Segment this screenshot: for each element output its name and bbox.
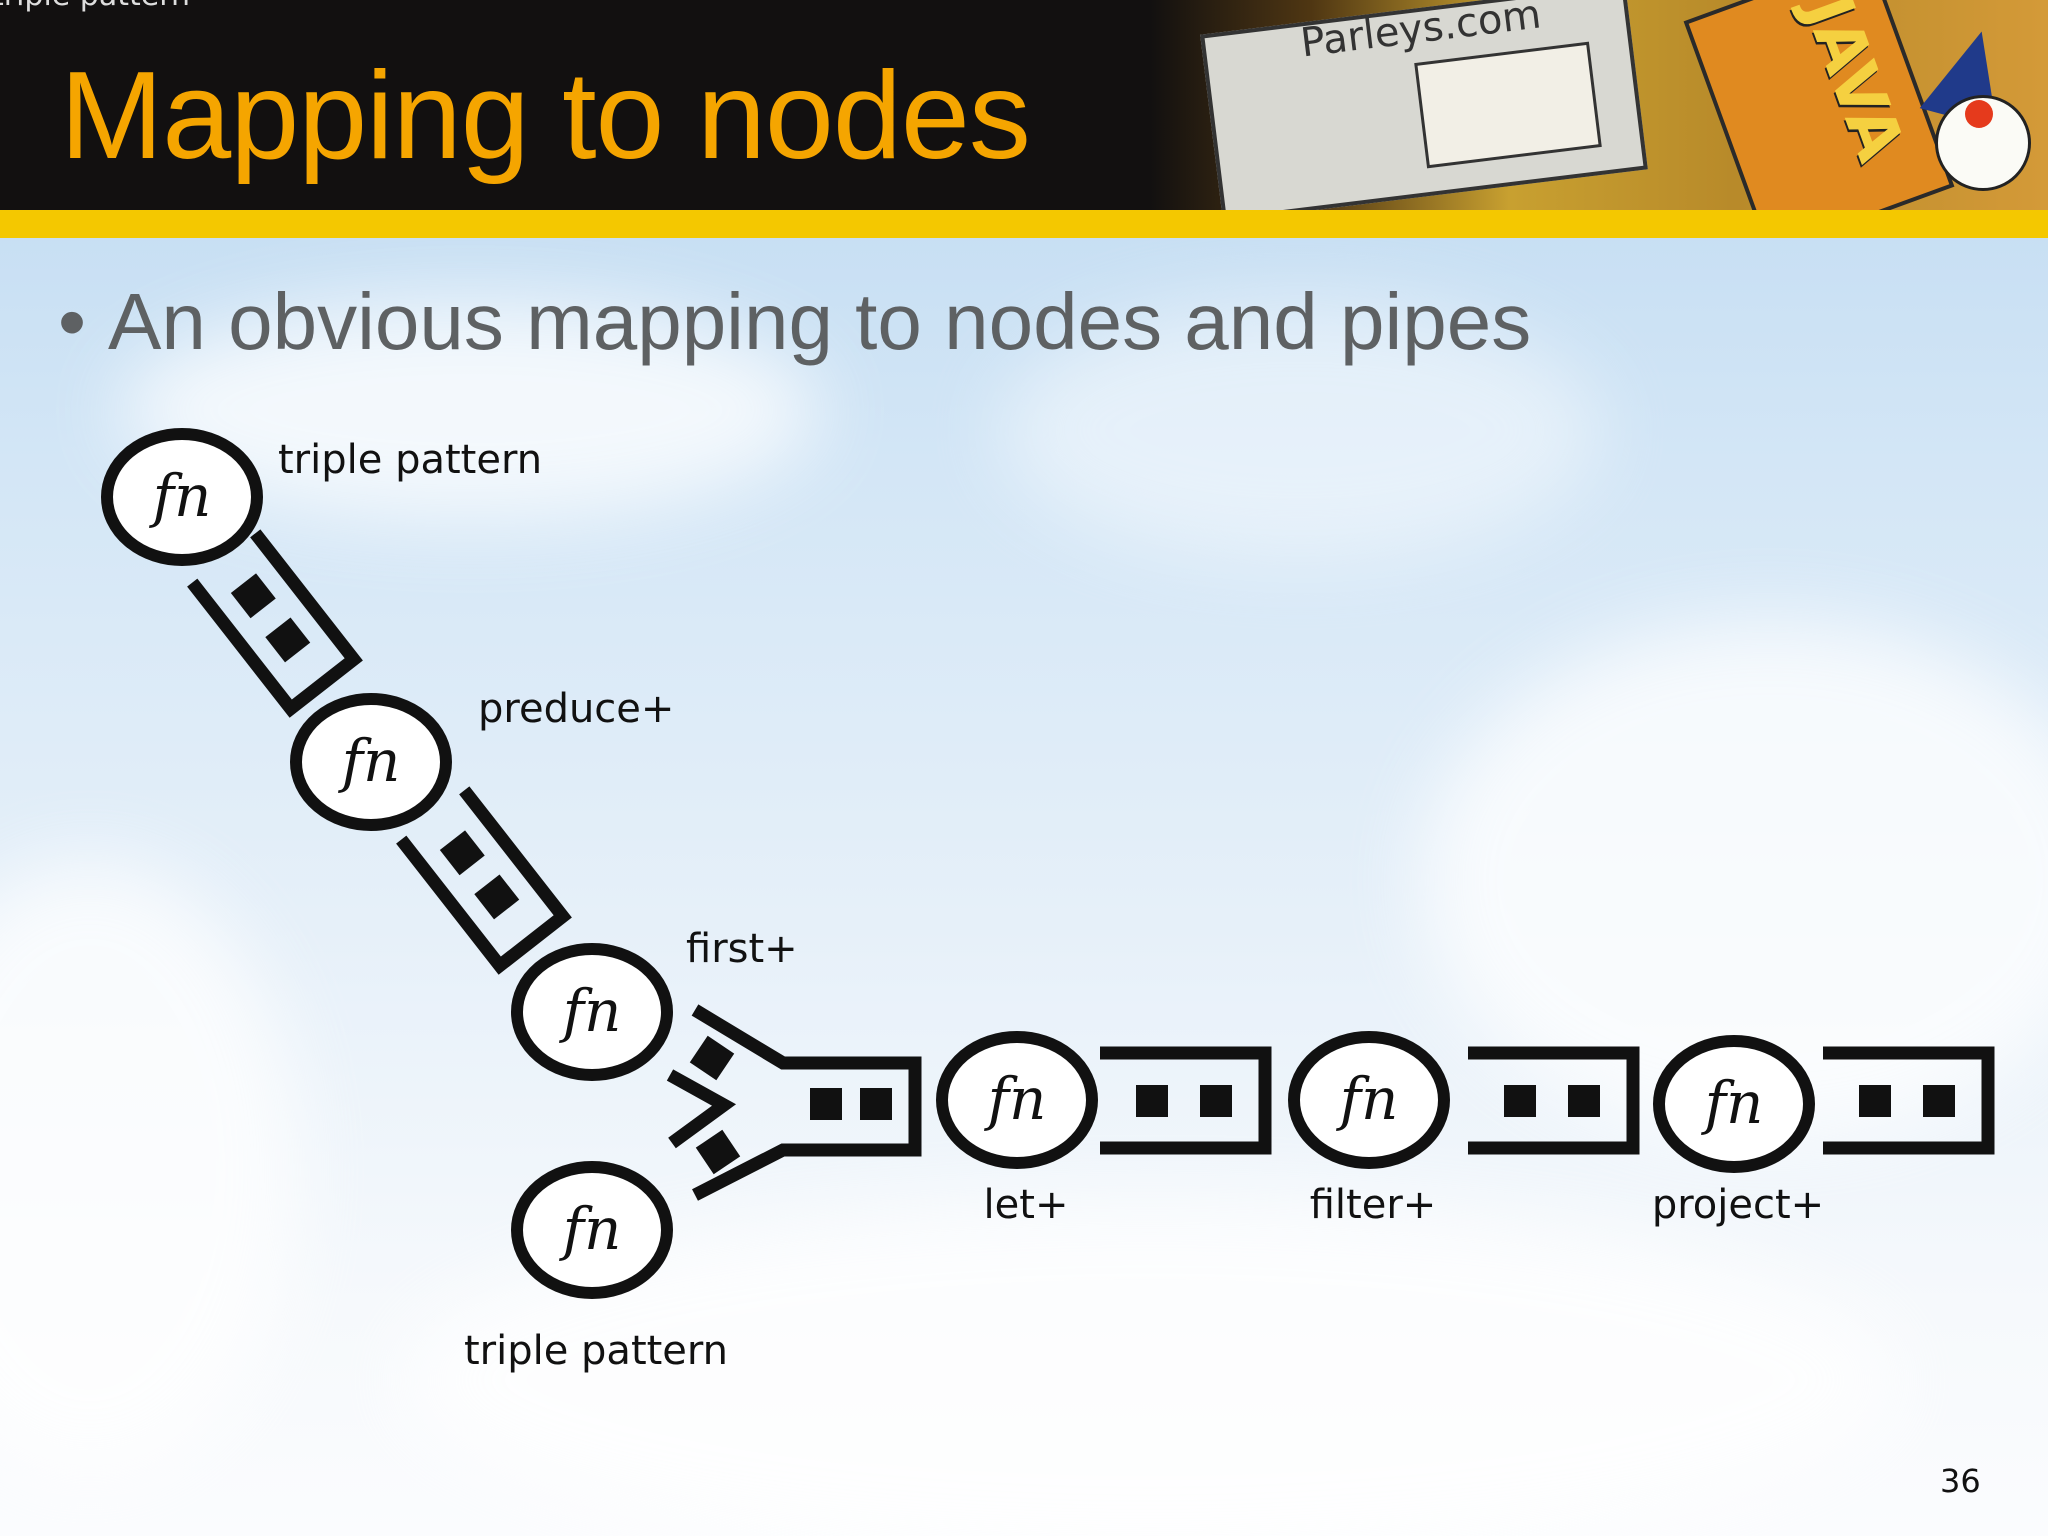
pipe-item xyxy=(474,874,520,920)
bullet-item: •An obvious mapping to nodes and pipes xyxy=(58,272,1531,372)
pipe-item xyxy=(1200,1085,1232,1117)
pipe-item xyxy=(810,1088,842,1120)
node-3: fn xyxy=(511,943,673,1081)
pipe-item xyxy=(689,1035,735,1081)
cloud xyxy=(1000,300,1600,560)
node-fn-label: fn xyxy=(1336,1065,1399,1133)
bullet-text: An obvious mapping to nodes and pipes xyxy=(108,277,1532,366)
node-3-label: first+ xyxy=(686,926,798,972)
pipe-item xyxy=(230,573,276,619)
slide-title: Mapping to nodes xyxy=(60,47,1031,185)
node-2: fn xyxy=(290,693,452,831)
node-6: fn xyxy=(1288,1031,1450,1169)
node-fn-label: fn xyxy=(149,462,212,530)
title-bar: Parleys.com JAVA triple pattern Mapping … xyxy=(0,0,2048,210)
pipe-3 xyxy=(1100,1046,1272,1155)
node-2-label: preduce+ xyxy=(478,686,674,732)
page-number: 36 xyxy=(1940,1462,1981,1500)
node-1-label: triple pattern xyxy=(278,437,542,483)
pipe-item xyxy=(1568,1085,1600,1117)
pipe-1 xyxy=(187,529,363,718)
merge-pipe xyxy=(666,1004,922,1201)
node-fn-label: fn xyxy=(559,977,622,1045)
corner-text-fragment: triple pattern xyxy=(0,0,190,13)
node-fn-label: fn xyxy=(984,1065,1047,1133)
title-underline-bar xyxy=(0,210,2048,238)
node-5-label: let+ xyxy=(984,1182,1069,1228)
pipe-item xyxy=(1504,1085,1536,1117)
pipe-item xyxy=(439,830,485,876)
node-7: fn xyxy=(1653,1035,1815,1173)
node-fn-label: fn xyxy=(338,727,401,795)
duke-mascot-icon xyxy=(1935,95,2031,191)
pipe-item xyxy=(265,617,311,663)
bullet-icon: • xyxy=(58,277,87,366)
node-5: fn xyxy=(936,1031,1098,1169)
node-7-label: project+ xyxy=(1652,1182,1824,1228)
pipe-5 xyxy=(1823,1046,1995,1155)
pipe-2 xyxy=(396,786,572,975)
node-4: fn xyxy=(511,1161,673,1299)
pipe-item xyxy=(695,1129,741,1175)
pipe-item xyxy=(1136,1085,1168,1117)
node-1: fn xyxy=(101,428,263,566)
pipe-item xyxy=(1859,1085,1891,1117)
node-6-label: filter+ xyxy=(1310,1182,1437,1228)
pipe-item xyxy=(860,1088,892,1120)
node-fn-label: fn xyxy=(1701,1069,1764,1137)
node-4-label: triple pattern xyxy=(464,1328,728,1374)
pipe-item xyxy=(1923,1085,1955,1117)
node-fn-label: fn xyxy=(559,1195,622,1263)
pipe-4 xyxy=(1468,1046,1640,1155)
duke-nose-icon xyxy=(1965,100,1993,128)
